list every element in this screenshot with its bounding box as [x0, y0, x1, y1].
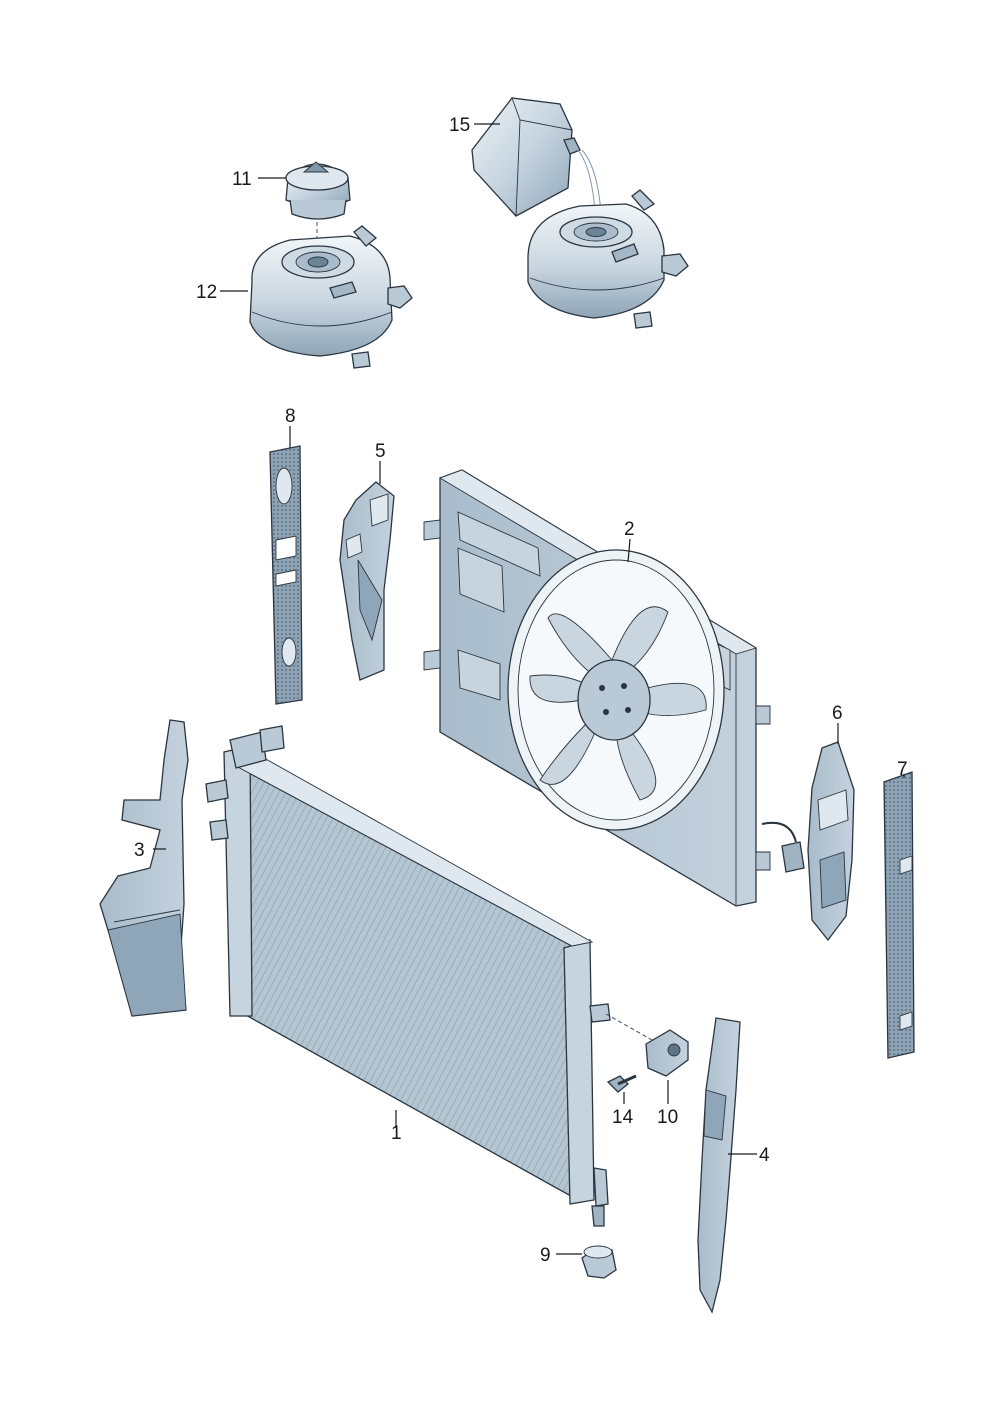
callout-4: 4 [759, 1145, 770, 1166]
callout-15: 15 [449, 115, 470, 136]
air-guide-right [697, 1017, 741, 1314]
callout-10: 10 [657, 1107, 678, 1128]
callout-3: 3 [134, 840, 145, 861]
expansion-tank-filling [527, 189, 689, 329]
callout-14: 14 [612, 1107, 634, 1128]
callout-7: 7 [897, 759, 908, 780]
callout-11: 11 [232, 169, 252, 190]
radiator [205, 725, 611, 1227]
callout-9: 9 [540, 1245, 551, 1266]
air-guide-left [99, 719, 189, 1017]
drain-plug [581, 1245, 617, 1279]
fan-blades [529, 606, 707, 801]
radiator-fan-assembly [423, 469, 805, 907]
leader-lines [153, 123, 905, 1255]
callout-6: 6 [832, 703, 843, 724]
callout-2: 2 [624, 519, 635, 540]
mounting-bracket [645, 1029, 689, 1077]
air-guide-bracket-right [807, 741, 855, 942]
coolant-canister [471, 97, 581, 217]
bolt [606, 1074, 637, 1093]
seal-strip [269, 445, 303, 705]
coolant-cap [285, 161, 351, 220]
callout-8: 8 [285, 406, 296, 427]
air-guide-bracket-left [339, 481, 395, 681]
callout-12: 12 [196, 282, 217, 303]
callout-1: 1 [391, 1123, 402, 1144]
expansion-tank [249, 225, 413, 369]
protective-grille-strip [883, 771, 915, 1059]
callout-5: 5 [375, 441, 386, 462]
